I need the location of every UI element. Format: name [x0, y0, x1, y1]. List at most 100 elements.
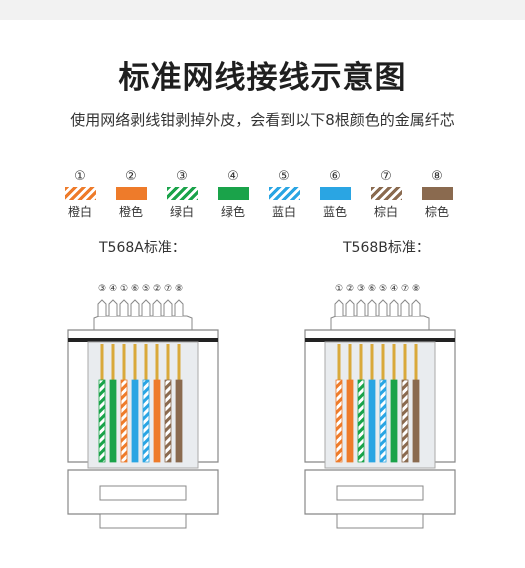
plug-latch: [99, 485, 187, 501]
contact-pin: [403, 344, 407, 380]
order-number: ⑧: [175, 284, 183, 294]
contact-pin: [122, 344, 126, 380]
legend-item-4: ④ 绿色: [211, 168, 255, 220]
contact-pin: [414, 344, 418, 380]
legend-swatch: [64, 187, 96, 200]
legend-swatch: [115, 187, 147, 200]
order-number: ②: [346, 284, 354, 294]
contact-pin: [337, 344, 341, 380]
wire-1: [120, 379, 128, 463]
plug-order-numbers: ③ ④ ① ⑥ ⑤ ② ⑦ ⑧: [98, 284, 183, 294]
wires-t568a: [98, 344, 183, 463]
contact-pin: [359, 344, 363, 380]
contact-pin: [392, 344, 396, 380]
plug-band: [305, 338, 455, 342]
legend-swatch: [421, 187, 453, 200]
legend-swatch: [166, 187, 198, 200]
legend-number: ⑧: [431, 169, 443, 184]
top-band: [0, 0, 525, 20]
order-number: ①: [120, 284, 128, 294]
order-number: ④: [109, 284, 117, 294]
contact-ribs: [93, 299, 193, 330]
contact-pin: [381, 344, 385, 380]
legend-swatch: [319, 187, 351, 200]
contact-pin: [144, 344, 148, 380]
plug-tab: [336, 513, 424, 529]
wire-4: [390, 379, 398, 463]
legend-label: 橙色: [118, 205, 143, 219]
wire-5: [142, 379, 150, 463]
legend-item-5: ⑤ 蓝白: [262, 168, 306, 220]
order-number: ⑦: [401, 284, 409, 294]
contact-pin: [100, 344, 104, 380]
wire-5: [379, 379, 387, 463]
wire-6: [131, 379, 139, 463]
legend-number: ④: [227, 169, 239, 184]
order-number: ⑤: [379, 284, 387, 294]
wire-2: [346, 379, 354, 463]
plug-order-numbers: ① ② ③ ⑥ ⑤ ④ ⑦ ⑧: [335, 284, 420, 294]
contact-ribs: [330, 299, 430, 330]
plug-t568a: ③ ④ ① ⑥ ⑤ ② ⑦ ⑧: [67, 284, 219, 529]
legend-label: 绿白: [169, 205, 194, 219]
wire-8: [175, 379, 183, 463]
contact-pin: [133, 344, 137, 380]
contact-pin: [166, 344, 170, 380]
legend-swatch: [268, 187, 300, 200]
order-number: ⑧: [412, 284, 420, 294]
color-legend: ① 橙白 ② 橙色 ③ 绿白 ④ 绿色 ⑤ 蓝白 ⑥ 蓝色 ⑦ 棕白 ⑧ 棕色: [58, 168, 468, 224]
wire-3: [98, 379, 106, 463]
legend-item-6: ⑥ 蓝色: [313, 168, 357, 220]
wires-t568b: [335, 344, 420, 463]
legend-label: 绿色: [220, 205, 245, 219]
order-number: ⑥: [368, 284, 376, 294]
legend-label: 棕色: [424, 205, 449, 219]
legend-label: 蓝色: [322, 205, 347, 219]
legend-number: ⑤: [278, 169, 290, 184]
wire-8: [412, 379, 420, 463]
wire-1: [335, 379, 343, 463]
contact-pin: [370, 344, 374, 380]
legend-number: ⑥: [329, 169, 341, 184]
page-title: 标准网线接线示意图: [118, 60, 407, 96]
wire-4: [109, 379, 117, 463]
order-number: ③: [98, 284, 106, 294]
legend-label: 橙白: [67, 205, 92, 219]
plug-band: [68, 338, 218, 342]
legend-number: ①: [74, 169, 86, 184]
order-number: ⑤: [142, 284, 150, 294]
contact-pin: [155, 344, 159, 380]
contact-pin: [111, 344, 115, 380]
legend-number: ⑦: [380, 169, 392, 184]
order-number: ④: [390, 284, 398, 294]
legend-number: ②: [125, 169, 137, 184]
plug-tab: [99, 513, 187, 529]
order-number: ①: [335, 284, 343, 294]
order-number: ⑥: [131, 284, 139, 294]
legend-item-1: ① 橙白: [58, 168, 102, 220]
legend-item-2: ② 橙色: [109, 168, 153, 220]
legend-item-3: ③ 绿白: [160, 168, 204, 220]
legend-swatch: [217, 187, 249, 200]
page-subtitle: 使用网络剥线钳剥掉外皮，会看到以下8根颜色的金属纤芯: [70, 111, 455, 129]
plug-latch: [336, 485, 424, 501]
wire-7: [164, 379, 172, 463]
wire-6: [368, 379, 376, 463]
wire-2: [153, 379, 161, 463]
order-number: ⑦: [164, 284, 172, 294]
contact-pin: [177, 344, 181, 380]
order-number: ②: [153, 284, 161, 294]
legend-label: 蓝白: [271, 205, 296, 219]
order-number: ③: [357, 284, 365, 294]
legend-number: ③: [176, 169, 188, 184]
plug-t568b: ① ② ③ ⑥ ⑤ ④ ⑦ ⑧: [304, 284, 456, 529]
legend-swatch: [370, 187, 402, 200]
legend-label: 棕白: [373, 205, 398, 219]
wire-3: [357, 379, 365, 463]
t568b-label: T568B标准：: [343, 240, 430, 256]
contact-pin: [348, 344, 352, 380]
t568a-label: T568A标准：: [99, 240, 186, 256]
legend-item-8: ⑧ 棕色: [415, 168, 459, 220]
legend-item-7: ⑦ 棕白: [364, 168, 408, 220]
